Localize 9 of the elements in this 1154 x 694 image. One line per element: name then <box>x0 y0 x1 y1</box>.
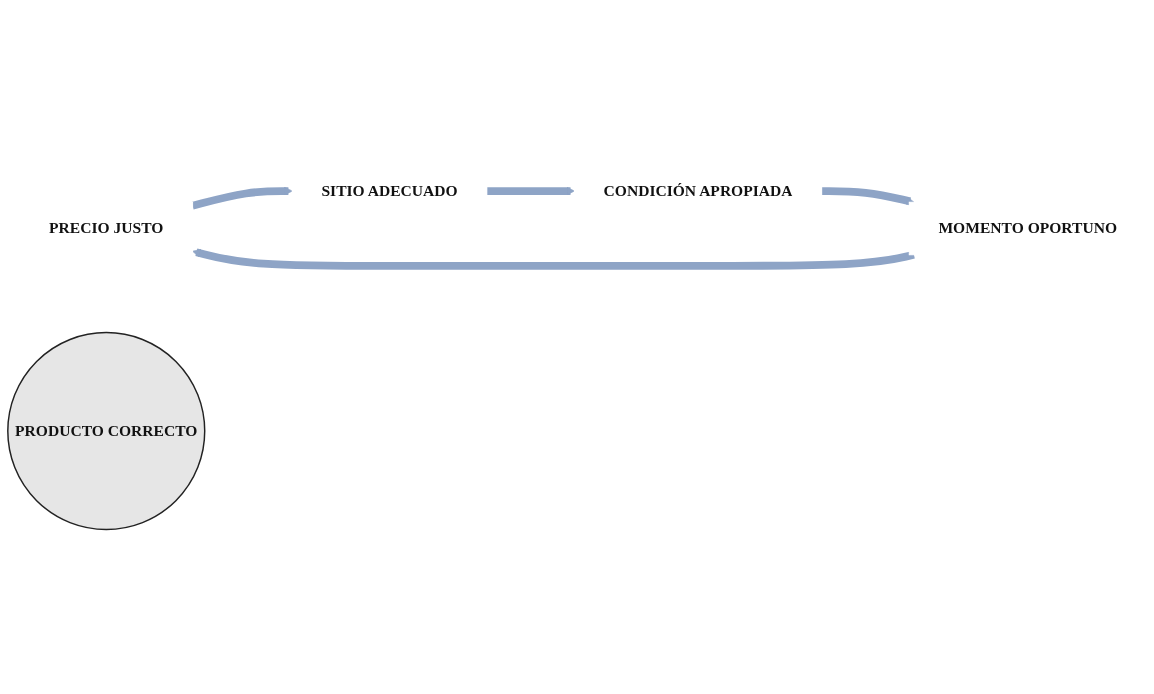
arrow <box>191 186 293 210</box>
node-text: SITIO ADECUADO <box>321 182 458 199</box>
arrow <box>486 186 575 196</box>
node-text: MOMENTO OPORTUNO <box>938 219 1118 237</box>
node-circle: PRODUCTO CORRECTO <box>7 331 206 531</box>
node-text: PRECIO JUSTO <box>49 219 164 237</box>
node-text: CONDICIÓN APROPIADA <box>603 182 793 199</box>
arrow <box>821 187 915 205</box>
arrow <box>192 248 915 270</box>
